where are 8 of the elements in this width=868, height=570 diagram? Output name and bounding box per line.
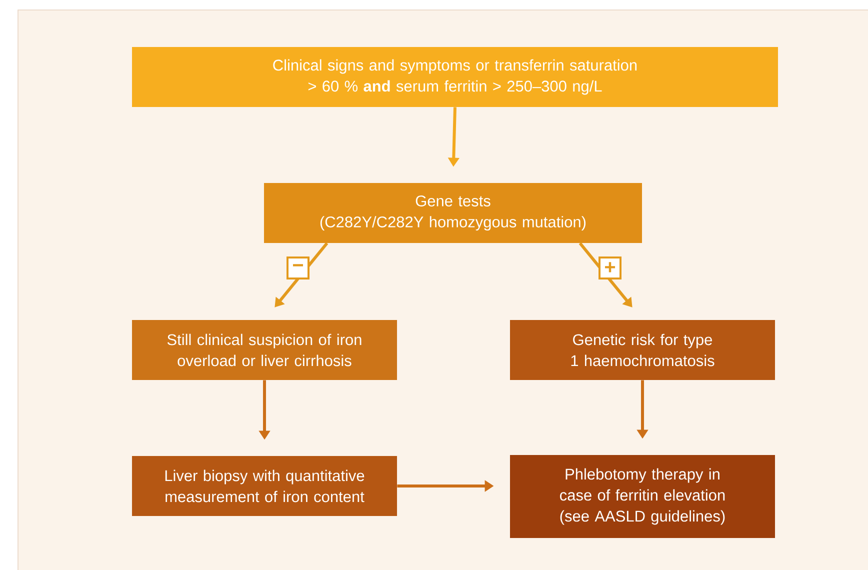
process-box: Phlebotomy therapy in case of ferritin elevation (see AASLD guidelines): [510, 455, 775, 538]
process-box: Liver biopsy with quantitative measurement of iron content: [132, 456, 397, 516]
edge-label: −: [286, 256, 310, 280]
process-box: Still clinical suspicion of iron overload or liver cirrhosis: [132, 320, 397, 380]
process-box: Gene tests (C282Y/C282Y homozygous mutation): [264, 183, 642, 243]
process-box: Genetic risk for type 1 haemochromatosis: [510, 320, 775, 380]
edge-label: +: [598, 256, 622, 280]
process-box: Clinical signs and symptoms or transferrin saturation > 60 % and serum ferritin > 250–300 ng/L: [132, 47, 778, 107]
